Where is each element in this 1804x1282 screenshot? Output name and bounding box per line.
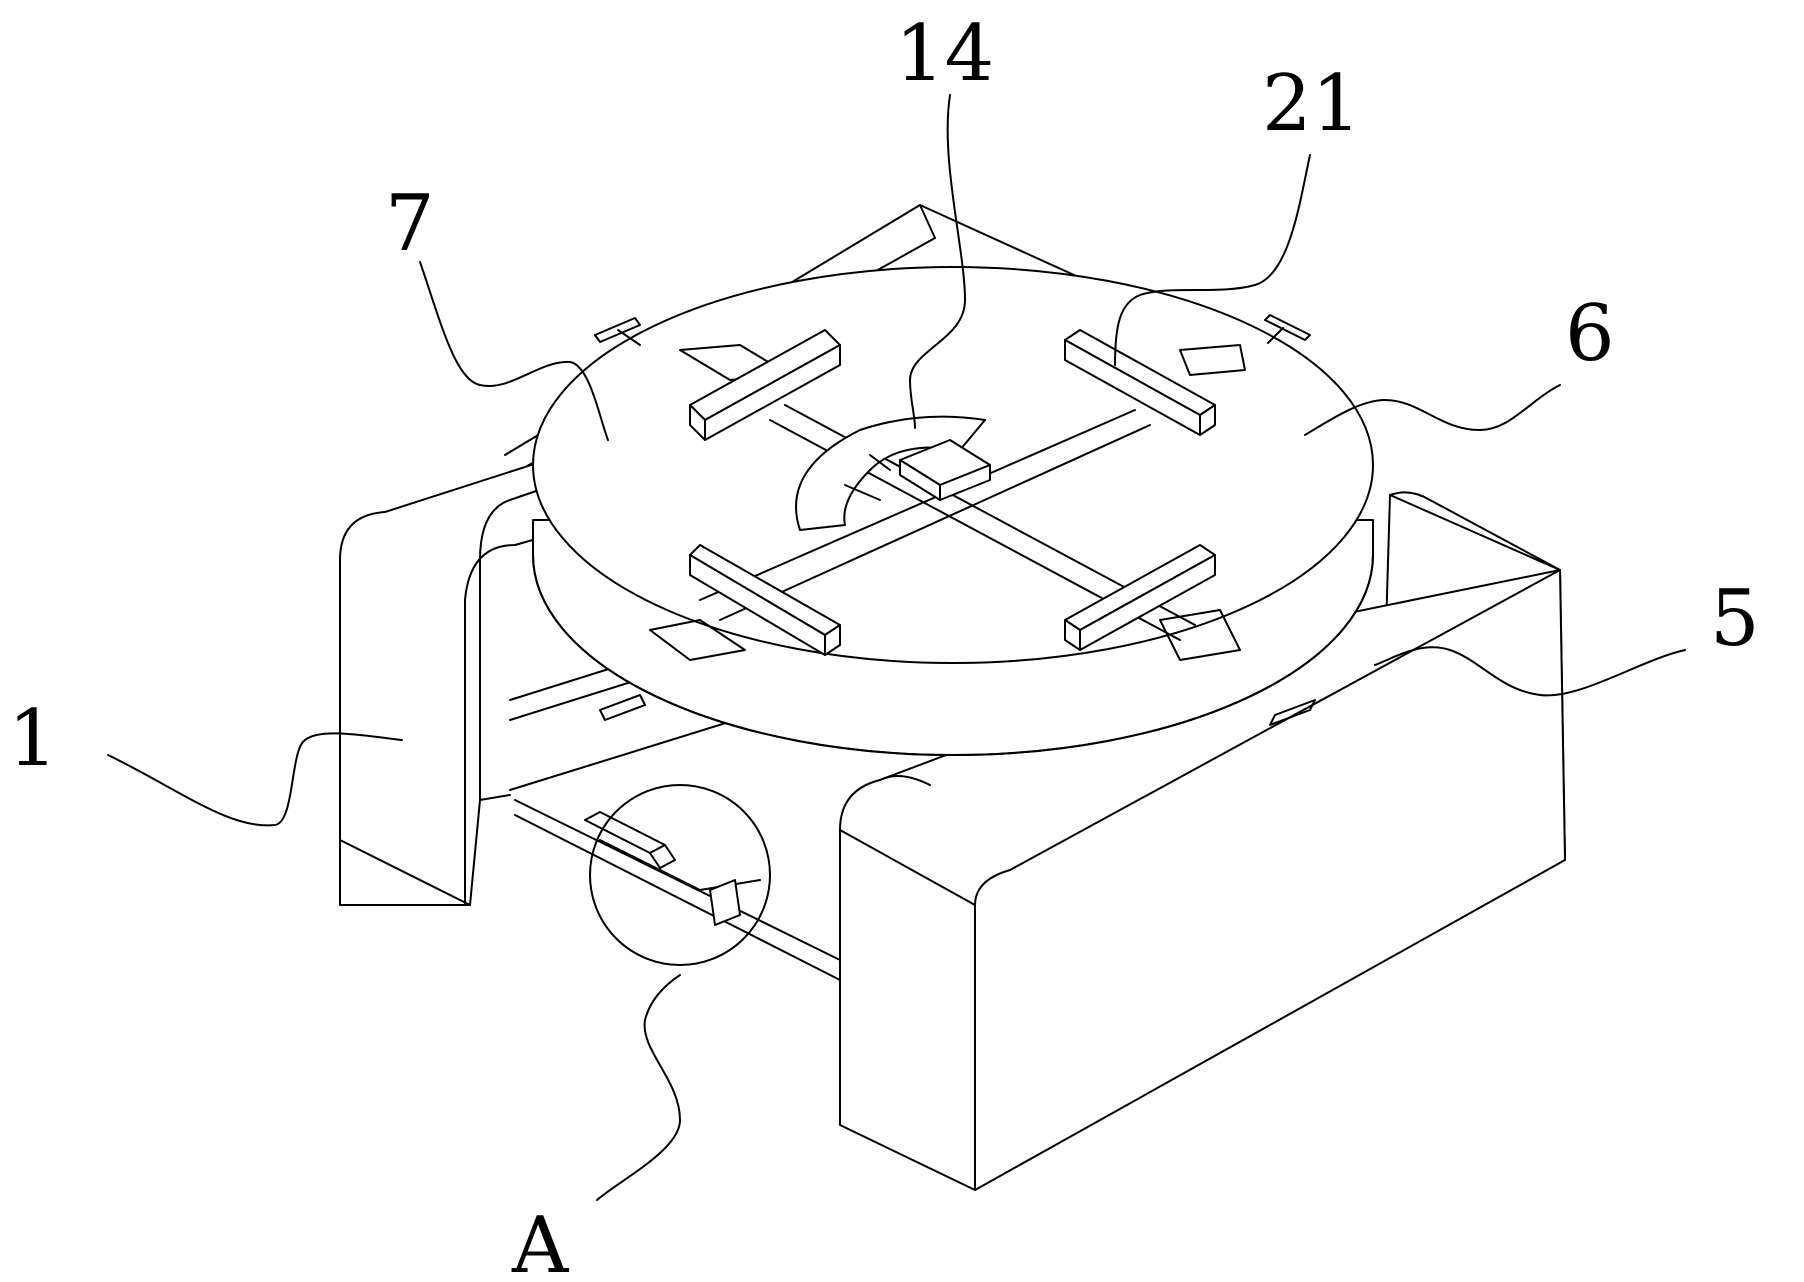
slide-mechanism [584, 811, 761, 926]
leader-7 [419, 261, 609, 441]
label-21: 21 [1262, 59, 1361, 149]
detail-a-circle [589, 784, 771, 966]
leader-21 [1114, 154, 1311, 366]
label-6: 6 [1565, 289, 1615, 379]
leader-14 [908, 94, 967, 429]
reference-labels: 1 7 14 21 6 5 A [8, 9, 1760, 1282]
label-5: 5 [1710, 574, 1760, 664]
left-base-block [339, 384, 801, 906]
edge-pins [594, 314, 1316, 726]
leader-5 [1374, 646, 1686, 697]
jaw-block-back-left [689, 329, 841, 441]
front-right-base-block [839, 569, 1566, 1191]
label-7: 7 [385, 179, 435, 269]
label-1: 1 [8, 694, 58, 784]
jaw-block-front-left [689, 544, 841, 656]
leader-1 [107, 732, 403, 827]
jaw-block-front-right [1064, 544, 1216, 651]
leader-lines [107, 94, 1686, 1201]
leader-a [596, 974, 682, 1201]
jaw-block-back-right [1064, 329, 1216, 436]
label-a: A [511, 1201, 570, 1282]
leader-6 [1304, 384, 1561, 436]
label-14: 14 [895, 9, 994, 99]
center-hub-block [899, 439, 991, 501]
